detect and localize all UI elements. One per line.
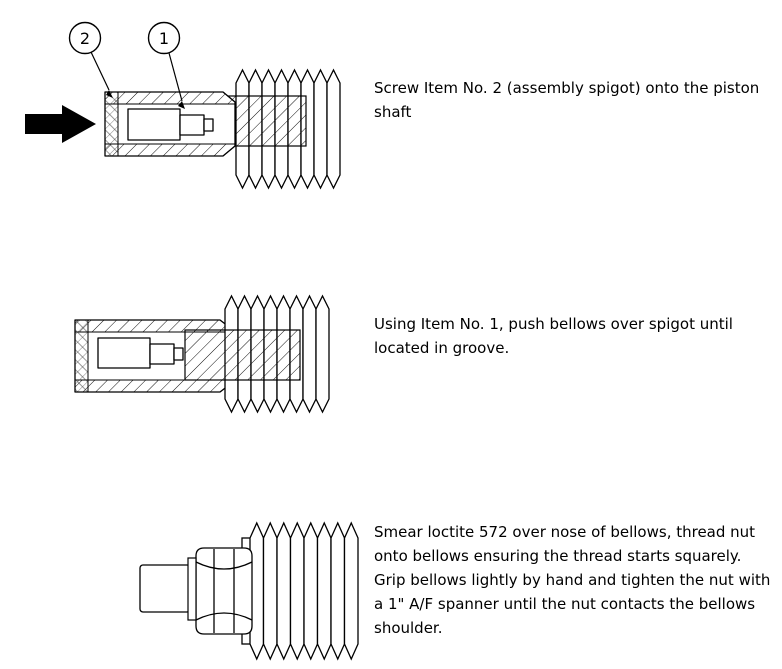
callout-balloon-2: 2 xyxy=(68,21,113,98)
piston-shaft-section xyxy=(184,329,301,381)
step2-instruction: Using Item No. 1, push bellows over spig… xyxy=(374,315,733,357)
direction-arrow-icon xyxy=(25,105,96,143)
leader-arrowhead xyxy=(178,101,185,109)
bellows-nose-shaft xyxy=(139,557,197,621)
callout-balloon-1: 1 xyxy=(147,21,185,109)
leader-arrowhead xyxy=(106,90,113,98)
step1-drawing: 2 1 xyxy=(25,21,341,189)
hex-nut xyxy=(195,547,253,635)
callout-2-label: 2 xyxy=(80,29,90,48)
step3-drawing xyxy=(139,522,359,660)
step3-instruction: Smear loctite 572 over nose of bellows, … xyxy=(374,523,771,637)
callout-1-label: 1 xyxy=(159,29,169,48)
assembly-spigot-body xyxy=(104,91,236,157)
step2-drawing xyxy=(74,295,330,413)
bellows xyxy=(241,522,359,660)
step1-instruction: Screw Item No. 2 (assembly spigot) onto … xyxy=(374,79,760,121)
